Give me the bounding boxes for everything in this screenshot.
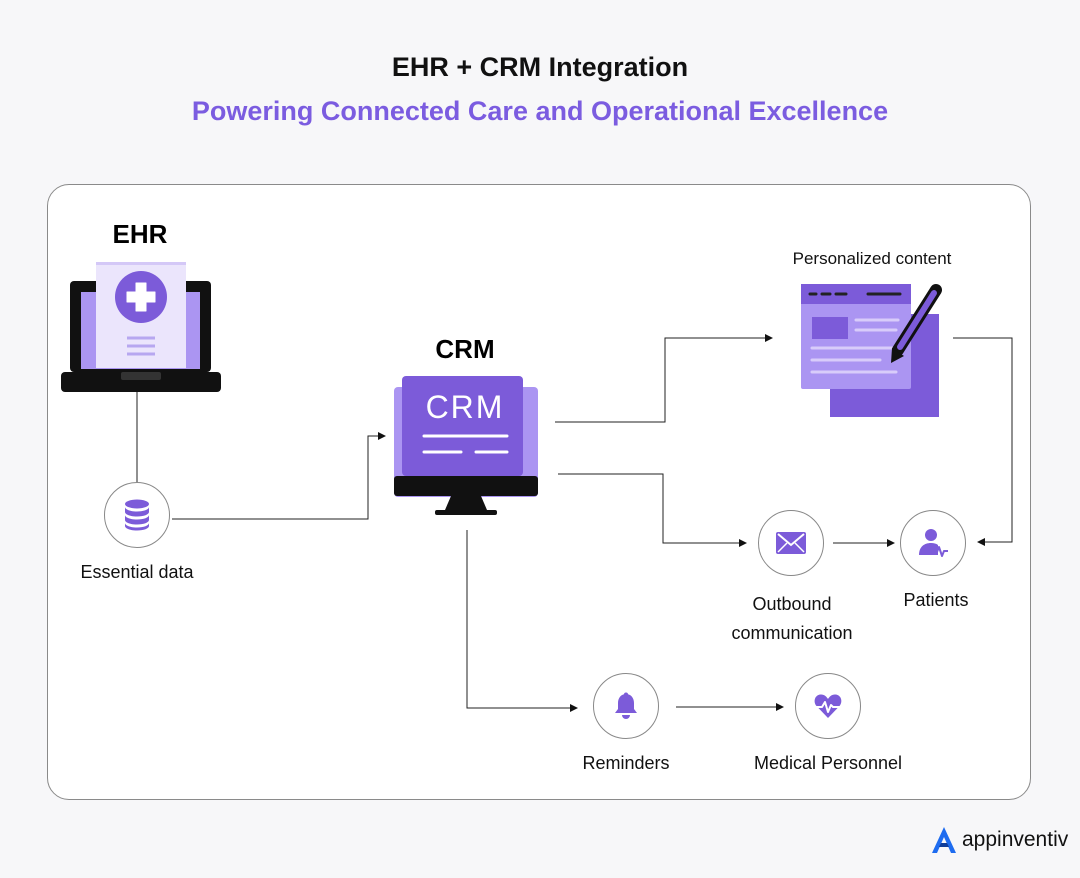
ehr-laptop-illustration (61, 262, 221, 392)
connectors (136, 334, 1013, 712)
outbound-label-line2: communication (731, 623, 853, 643)
personalized-content-illustration (801, 284, 942, 417)
page-title: EHR + CRM Integration (391, 52, 689, 82)
reminders-label: Reminders (582, 753, 670, 773)
pen-icon (891, 284, 942, 363)
reminders-node (593, 673, 659, 739)
outbound-communication-node (758, 510, 824, 576)
crm-to-reminders-arrow (466, 530, 578, 712)
brand-name: appinventiv (962, 828, 1069, 851)
envelope-icon (776, 532, 806, 554)
crm-monitor-illustration: CRM (394, 376, 538, 515)
personalized-content-label: Personalized content (792, 249, 952, 268)
outbound-communication-label: Outbound communication (702, 590, 882, 648)
essential-to-crm-arrow (172, 432, 386, 520)
database-icon (125, 499, 149, 531)
heart-pulse-icon (814, 694, 842, 718)
crm-heading: CRM (435, 334, 495, 364)
crm-to-personalized-arrow (555, 334, 773, 423)
bell-icon (615, 692, 637, 719)
patients-node (900, 510, 966, 576)
patients-label: Patients (903, 590, 969, 610)
crm-to-outbound-arrow (558, 473, 747, 547)
medical-personnel-node (795, 673, 861, 739)
essential-data-node (104, 482, 170, 548)
medical-cross-icon (115, 271, 167, 323)
essential-data-label: Essential data (80, 562, 194, 582)
ehr-heading: EHR (112, 219, 168, 249)
personalized-to-patients-arrow (953, 337, 1013, 546)
brand-logo: appinventiv (930, 825, 1068, 855)
patient-icon (919, 529, 948, 557)
medical-personnel-label: Medical Personnel (753, 753, 903, 773)
appinventiv-logo-icon (932, 827, 956, 853)
outbound-label-line1: Outbound (752, 594, 832, 614)
page-subtitle: Powering Connected Care and Operational … (191, 96, 889, 126)
crm-screen-text: CRM (426, 389, 505, 425)
